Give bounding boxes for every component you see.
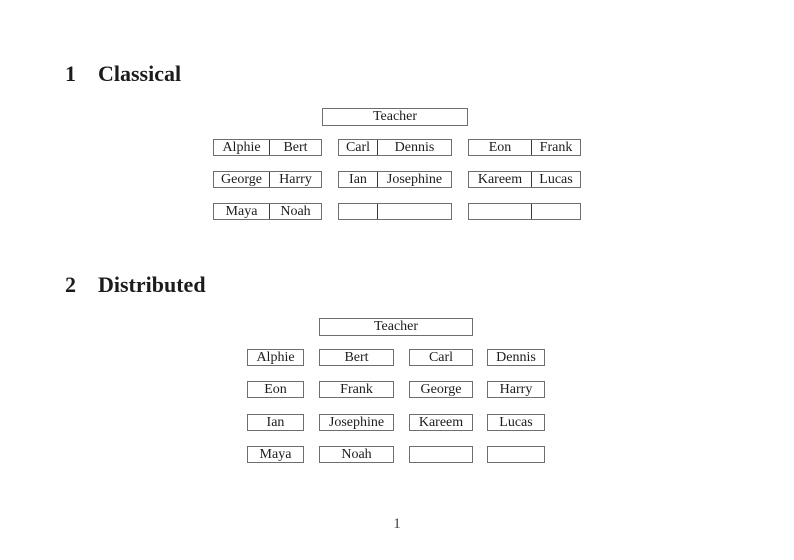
section-title: Classical	[98, 61, 182, 86]
seat: Josephine	[319, 414, 394, 431]
seat-label: Harry	[499, 381, 533, 397]
seat-cell: Lucas	[539, 171, 573, 187]
seat-cell-empty	[469, 204, 532, 219]
desk: Kareem Lucas	[468, 171, 581, 188]
seat-cell: Frank	[539, 139, 573, 155]
seat-label: Ian	[266, 414, 285, 430]
seat-cell: Kareem	[469, 172, 532, 187]
seat: Frank	[319, 381, 394, 398]
seat-label: Noah	[341, 446, 372, 462]
seat-cell: Eon	[469, 140, 532, 155]
seat: Bert	[319, 349, 394, 366]
seat: Dennis	[487, 349, 545, 366]
seat: Ian	[247, 414, 304, 431]
seat-cell: Maya	[214, 204, 270, 219]
seat-cell: Dennis	[394, 139, 435, 155]
seat-cell-empty	[378, 204, 451, 219]
desk: George Harry	[213, 171, 322, 188]
teacher-label: Teacher	[372, 109, 418, 124]
seat: Kareem	[409, 414, 473, 431]
seat-label: George	[420, 381, 462, 397]
seat-cell-empty	[339, 204, 378, 219]
seat-label: Kareem	[418, 414, 464, 430]
seat-label: Eon	[264, 381, 287, 397]
desk: Carl Dennis	[338, 139, 452, 156]
section-heading-distributed: 2 Distributed	[65, 274, 365, 298]
seat-label: Bert	[344, 349, 369, 365]
section-number: 1	[65, 61, 76, 86]
section-number: 2	[65, 272, 76, 297]
page-number: 1	[393, 516, 401, 532]
teacher-label: Teacher	[373, 319, 419, 334]
seat: Harry	[487, 381, 545, 398]
seat-cell: Carl	[339, 140, 378, 155]
seat-empty	[487, 446, 545, 463]
seat-cell: Harry	[279, 171, 312, 187]
teacher-box: Teacher	[319, 318, 473, 336]
seat: Eon	[247, 381, 304, 398]
seat-cell: Josephine	[386, 171, 443, 187]
seat-cell: Noah	[280, 203, 311, 219]
seat-cell: Alphie	[214, 140, 270, 155]
seat: Carl	[409, 349, 473, 366]
desk: Maya Noah	[213, 203, 322, 220]
seat-empty	[409, 446, 473, 463]
seat: Alphie	[247, 349, 304, 366]
desk: Ian Josephine	[338, 171, 452, 188]
seat-label: Dennis	[496, 349, 536, 365]
seat: Maya	[247, 446, 304, 463]
seat-label: Josephine	[328, 414, 385, 430]
seat-label: Carl	[428, 349, 454, 365]
seat-label: Frank	[340, 381, 373, 397]
teacher-box: Teacher	[322, 108, 468, 126]
seat-label: Lucas	[499, 414, 533, 430]
desk: Eon Frank	[468, 139, 581, 156]
section-title: Distributed	[98, 272, 206, 297]
seat-cell: Ian	[339, 172, 378, 187]
desk-empty	[338, 203, 452, 220]
seat-cell: George	[214, 172, 270, 187]
seat-label: Alphie	[256, 349, 295, 365]
seat-cell: Bert	[283, 139, 308, 155]
desk: Alphie Bert	[213, 139, 322, 156]
seat: Lucas	[487, 414, 545, 431]
seat-label: Maya	[259, 446, 292, 462]
desk-empty	[468, 203, 581, 220]
section-heading-classical: 1 Classical	[65, 63, 365, 87]
seat: George	[409, 381, 473, 398]
seat: Noah	[319, 446, 394, 463]
seat-cell-empty	[532, 204, 580, 219]
